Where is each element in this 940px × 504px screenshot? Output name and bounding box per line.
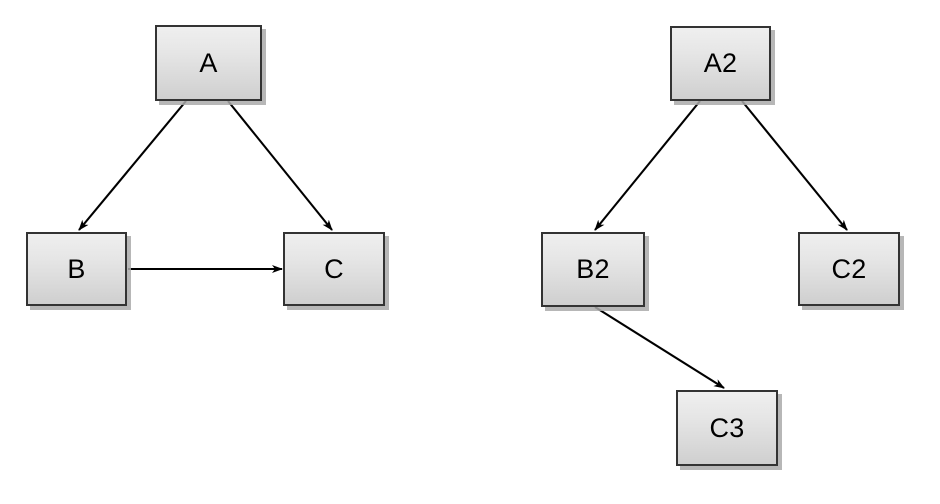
node-b2[interactable]: B2 <box>541 232 645 307</box>
edge-a-to-b <box>78 100 187 231</box>
node-label-c3: C3 <box>709 412 745 443</box>
node-label-b: B <box>67 253 86 284</box>
node-label-c: C <box>324 253 344 284</box>
edge-a-to-c <box>227 100 333 231</box>
node-a[interactable]: A <box>155 25 262 101</box>
node-b[interactable]: B <box>26 232 127 306</box>
edge-a2-to-c2 <box>741 100 848 231</box>
edges-group <box>78 100 848 389</box>
edge-b2-to-c3 <box>594 306 725 389</box>
node-a2[interactable]: A2 <box>670 26 771 101</box>
node-label-c2: C2 <box>831 253 867 284</box>
edge-a2-to-b2 <box>594 100 701 231</box>
node-c[interactable]: C <box>283 232 385 306</box>
node-c2[interactable]: C2 <box>798 232 900 306</box>
node-label-a2: A2 <box>703 48 738 78</box>
node-c3[interactable]: C3 <box>676 390 778 466</box>
node-label-b2: B2 <box>576 254 610 284</box>
node-label-a: A <box>199 47 218 78</box>
